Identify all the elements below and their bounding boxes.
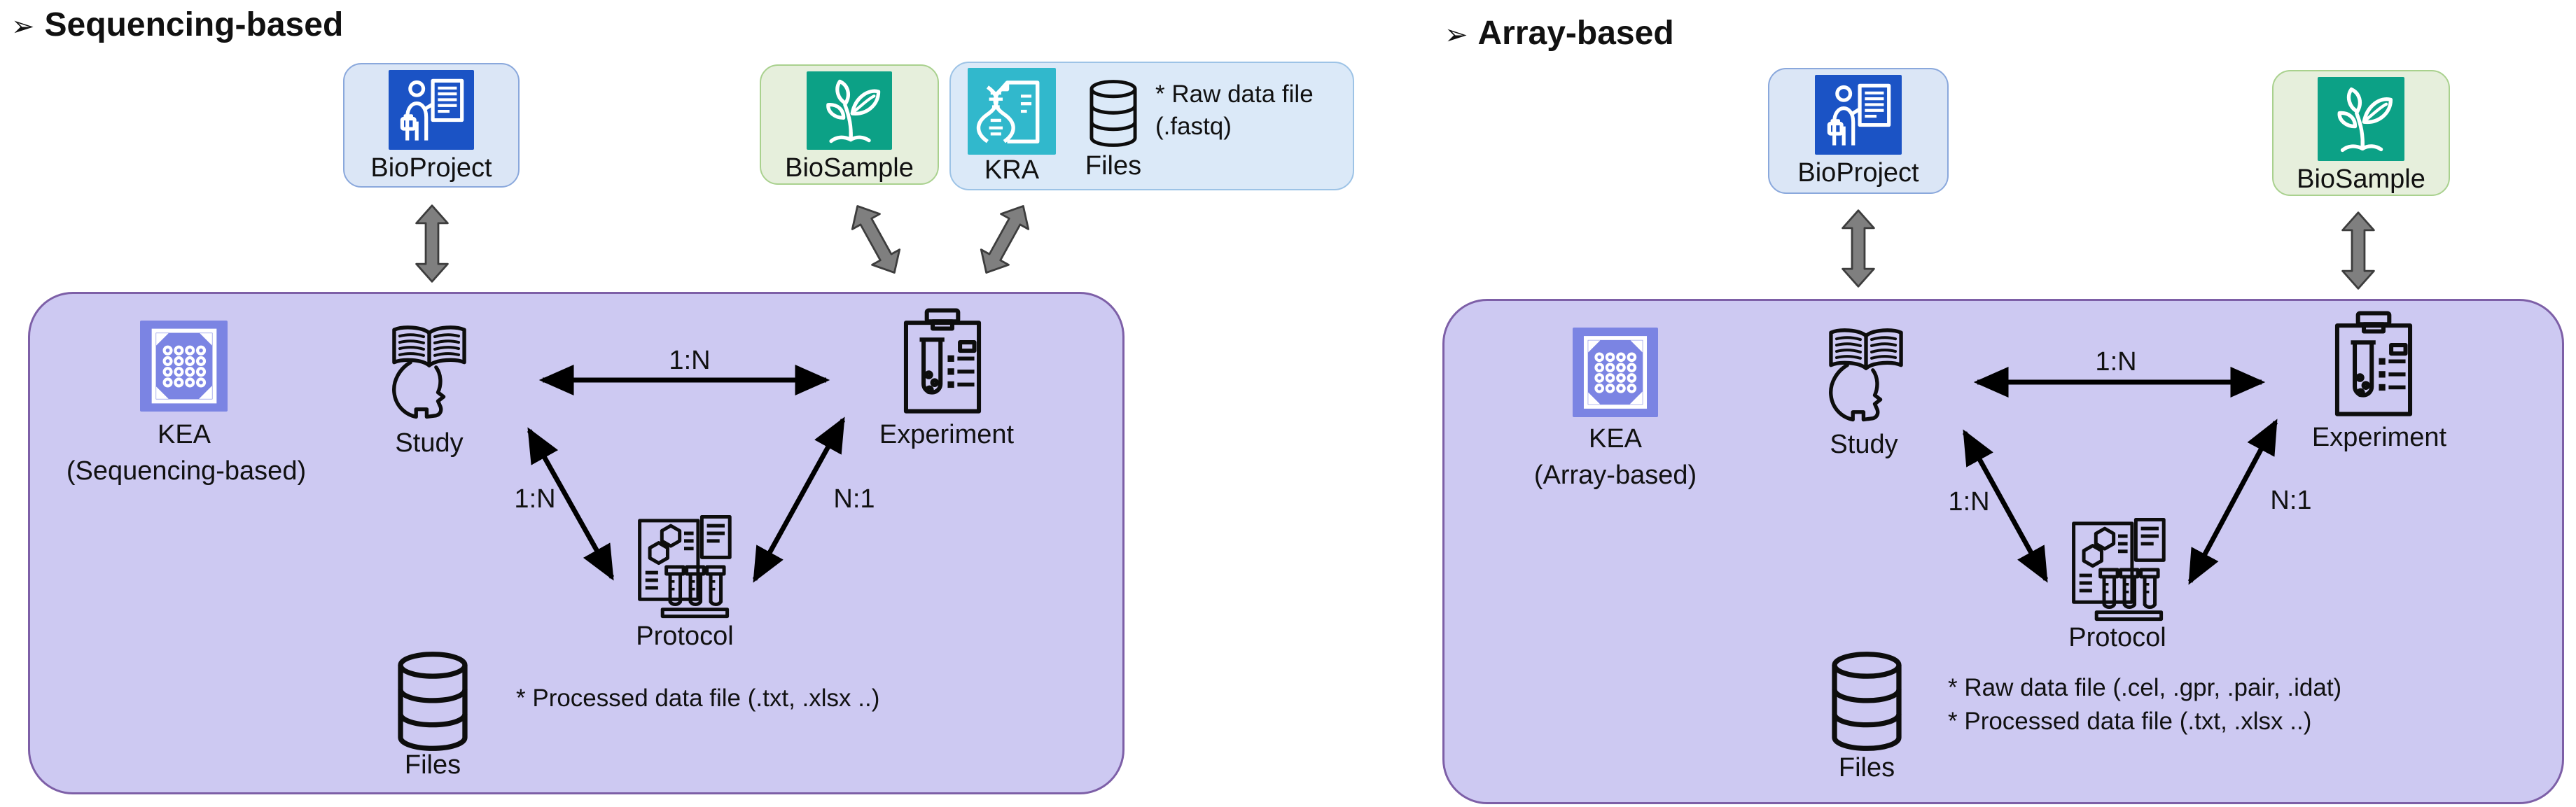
bioproject-study-connector-icon <box>412 195 452 293</box>
processed-data-note: * Processed data file (.txt, .xlsx ..) <box>516 685 880 712</box>
files-database-icon <box>389 650 476 753</box>
bioproject-icon <box>1815 75 1902 155</box>
experiment-icon <box>898 306 987 416</box>
files-database-icon <box>1823 650 1910 753</box>
processed-data-note: * Processed data file (.txt, .xlsx ..) <box>1948 708 2312 735</box>
protocol-icon <box>632 513 737 621</box>
biosample-label: BioSample <box>785 153 914 183</box>
study-label: Study <box>395 428 464 458</box>
protocol-label: Protocol <box>2068 623 2166 652</box>
bioproject-label: BioProject <box>1797 158 1919 188</box>
protocol-label: Protocol <box>636 622 734 651</box>
kra-node: KRA Files * Raw data file (.fastq) <box>949 62 1354 190</box>
section-title-text: Array-based <box>1477 15 1674 52</box>
bioproject-label: BioProject <box>370 153 492 183</box>
arrow-bullet-icon: ➢ <box>1444 19 1468 50</box>
experiment-icon <box>2330 309 2418 419</box>
kra-experiment-connector-icon <box>964 187 1046 292</box>
experiment-label: Experiment <box>879 420 1015 449</box>
kea-label: KEA <box>1588 424 1643 454</box>
database-icon <box>1083 78 1143 148</box>
section-title-array: ➢ Array-based <box>1444 14 1674 52</box>
files-label: Files <box>404 750 461 780</box>
biosample-icon <box>2318 77 2404 162</box>
rel-study-protocol: 1:N <box>514 484 556 514</box>
study-label: Study <box>1830 430 1898 459</box>
bioproject-study-connector-icon <box>1839 199 1878 297</box>
arrow-bullet-icon: ➢ <box>11 10 35 42</box>
biosample-label: BioSample <box>2297 164 2425 195</box>
biosample-icon <box>807 71 892 150</box>
kea-sublabel: (Sequencing-based) <box>66 456 307 486</box>
experiment-label: Experiment <box>2311 423 2447 452</box>
kea-sublabel: (Array-based) <box>1533 461 1697 490</box>
kra-files-label: Files <box>1085 151 1142 181</box>
raw-data-note-line2: (.fastq) <box>1155 113 1232 140</box>
section-title-sequencing: ➢ Sequencing-based <box>11 6 343 44</box>
biosample-node: BioSample <box>2272 70 2450 196</box>
kra-icon <box>968 68 1056 155</box>
biosample-node: BioSample <box>760 64 939 185</box>
rel-study-experiment: 1:N <box>669 346 711 375</box>
rel-experiment-protocol: N:1 <box>833 484 875 514</box>
files-label: Files <box>1838 753 1895 783</box>
study-icon <box>1813 322 1919 428</box>
kea-label: KEA <box>157 420 211 449</box>
section-title-text: Sequencing-based <box>44 6 344 43</box>
rel-experiment-protocol: N:1 <box>2270 486 2312 515</box>
rel-study-experiment: 1:N <box>2095 347 2137 377</box>
raw-data-note: * Raw data file (.cel, .gpr, .pair, .ida… <box>1948 674 2342 701</box>
rel-study-protocol: 1:N <box>1948 487 1990 517</box>
kea-chip-icon <box>140 321 228 412</box>
raw-data-note-line1: * Raw data file <box>1155 80 1314 108</box>
biosample-experiment-connector-icon <box>835 187 917 292</box>
bioproject-node: BioProject <box>1768 68 1949 194</box>
protocol-icon <box>2066 516 2171 624</box>
biosample-experiment-connector-icon <box>2339 202 2378 300</box>
bioproject-node: BioProject <box>343 63 520 188</box>
kra-label: KRA <box>984 155 1040 185</box>
bioproject-icon <box>389 70 474 150</box>
study-icon <box>376 319 482 426</box>
kea-chip-icon <box>1573 328 1658 417</box>
